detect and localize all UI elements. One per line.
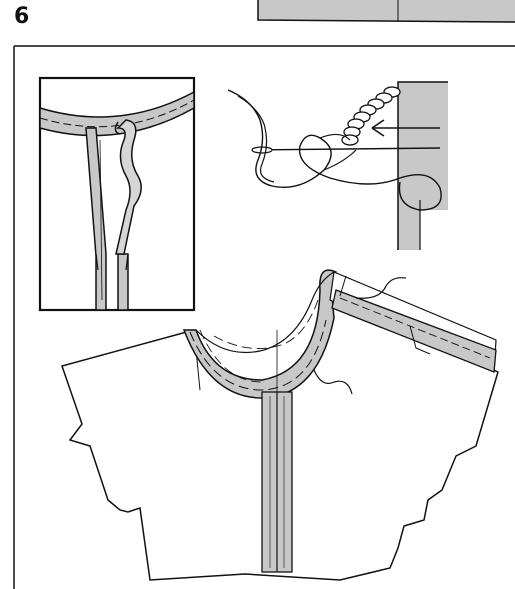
frame-border xyxy=(13,45,515,589)
garment-body xyxy=(61,269,499,581)
step-number: 6 xyxy=(14,4,30,29)
arrow-left-icon xyxy=(371,119,440,137)
previous-step-panel-edge xyxy=(257,0,515,23)
seam-detail-box xyxy=(38,76,196,312)
hand-stitch-detail xyxy=(227,81,448,250)
